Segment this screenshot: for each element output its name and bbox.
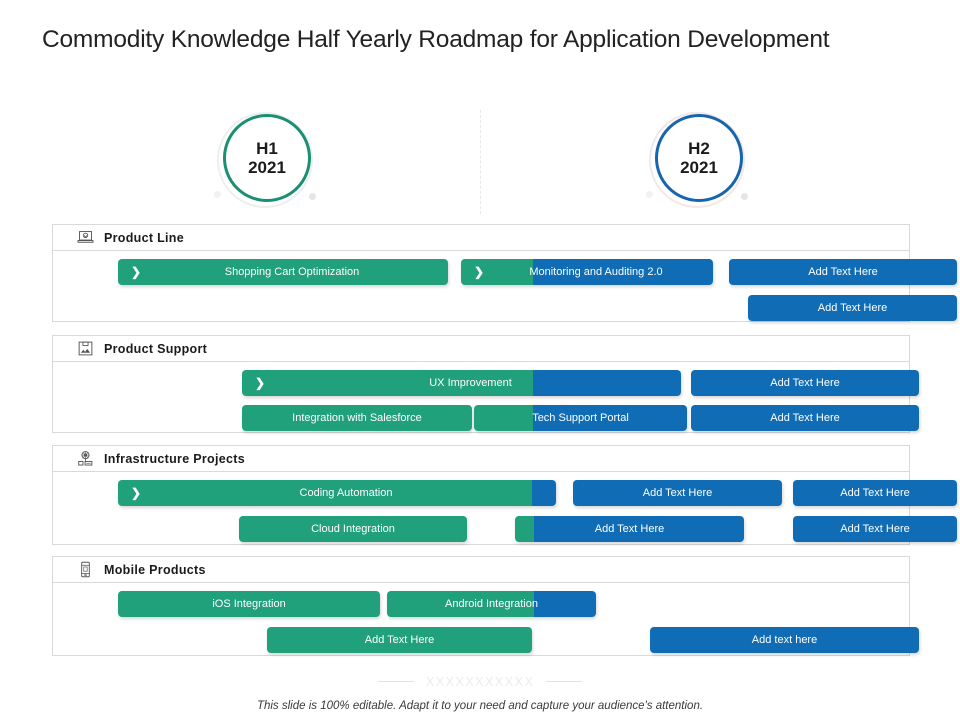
section-header: Product Support — [53, 336, 909, 362]
section-title: Infrastructure Projects — [104, 451, 245, 466]
rule-right — [546, 681, 583, 682]
timeline-bar[interactable]: Add Text Here — [515, 516, 744, 542]
period-year-h1: 2021 — [248, 158, 286, 177]
bar-segment-h2 — [532, 480, 556, 506]
page-title: Commodity Knowledge Half Yearly Roadmap … — [42, 26, 830, 53]
ring-outer-track-icon — [649, 112, 745, 208]
timeline-bar[interactable]: Add Text Here — [267, 627, 532, 653]
footer-decoration: XXXXXXXXXXX — [0, 674, 960, 689]
timeline-bar[interactable]: Add Text Here — [748, 295, 957, 321]
ring-dot-start-icon — [214, 191, 221, 198]
period-marker-h1: H1 2021 — [213, 108, 317, 212]
ring-dot-end-icon — [309, 193, 316, 200]
timeline-bar[interactable]: Integration with Salesforce — [242, 405, 472, 431]
timeline-bar[interactable]: ❯UX Improvement — [242, 370, 681, 396]
timeline-bar[interactable]: Add Text Here — [793, 516, 957, 542]
bar-segment-h2 — [650, 627, 919, 653]
ring-dot-end-icon — [741, 193, 748, 200]
bar-segment-h2 — [729, 259, 957, 285]
bar-segment-h2 — [534, 516, 744, 542]
laptop-icon — [77, 231, 94, 243]
period-marker-h2: H2 2021 — [645, 108, 749, 212]
section-header: Infrastructure Projects — [53, 446, 909, 472]
rule-left — [377, 681, 414, 682]
timeline-bar[interactable]: Cloud Integration — [239, 516, 467, 542]
section-title: Product Support — [104, 341, 208, 356]
timeline-bar[interactable]: Add text here — [650, 627, 919, 653]
section-infrastructure-projects: Infrastructure Projects ❯Coding Automati… — [52, 445, 957, 545]
chevron-right-icon: ❯ — [255, 376, 266, 390]
bar-segment-h2 — [533, 259, 713, 285]
period-half-h2: H2 — [688, 138, 710, 158]
bar-segment-h2 — [533, 405, 687, 431]
timeline-bar[interactable]: Add Text Here — [691, 370, 919, 396]
footer-mark-text: XXXXXXXXXXX — [425, 674, 535, 689]
bar-segment-h1 — [474, 405, 533, 431]
section-mobile-products: Mobile Products iOS Integration Android I… — [52, 556, 919, 656]
chevron-right-icon: ❯ — [131, 265, 142, 279]
timeline-bar[interactable]: Add Text Here — [691, 405, 919, 431]
bar-segment-h1 — [515, 516, 534, 542]
bar-segment-h1 — [239, 516, 467, 542]
period-label-h1: H1 2021 — [223, 114, 311, 202]
chevron-right-icon: ❯ — [474, 265, 485, 279]
smartphone-icon — [81, 561, 90, 578]
ring-dot-start-icon — [646, 191, 653, 198]
period-divider — [480, 110, 481, 214]
section-header: Product Line — [53, 225, 909, 251]
bar-segment-h2 — [793, 516, 957, 542]
chevron-right-icon: ❯ — [131, 486, 142, 500]
section-body: ❯Shopping Cart Optimization ❯Monitoring a… — [53, 251, 957, 321]
section-header: Mobile Products — [53, 557, 909, 583]
section-product-line: Product Line ❯Shopping Cart Optimization… — [52, 224, 957, 322]
bar-segment-h2 — [573, 480, 782, 506]
bar-segment-h2 — [534, 591, 596, 617]
period-label-h2: H2 2021 — [655, 114, 743, 202]
section-title: Product Line — [104, 230, 184, 245]
bar-segment-h2 — [748, 295, 957, 321]
ring-outer-track-icon — [217, 112, 313, 208]
bar-segment-h1 — [242, 405, 472, 431]
ring-progress-icon — [655, 114, 743, 202]
timeline-bar[interactable]: ❯Coding Automation — [118, 480, 556, 506]
period-half-h1: H1 — [256, 138, 278, 158]
period-year-h2: 2021 — [680, 158, 718, 177]
timeline-bar[interactable]: Add Text Here — [729, 259, 957, 285]
bar-segment-h1 — [242, 370, 533, 396]
bar-segment-h1 — [387, 591, 534, 617]
timeline-bar[interactable]: Add Text Here — [573, 480, 782, 506]
timeline-bar[interactable]: ❯Monitoring and Auditing 2.0 — [461, 259, 713, 285]
period-header-row: H1 2021 H2 2021 — [0, 108, 960, 212]
section-title: Mobile Products — [104, 562, 206, 577]
bar-segment-h2 — [533, 370, 681, 396]
timeline-bar[interactable]: Add Text Here — [793, 480, 957, 506]
bar-segment-h1 — [118, 259, 448, 285]
bar-segment-h1 — [118, 480, 532, 506]
footer-note: This slide is 100% editable. Adapt it to… — [256, 700, 704, 712]
package-icon — [78, 341, 93, 356]
bar-segment-h1 — [267, 627, 532, 653]
timeline-bar[interactable]: ❯Shopping Cart Optimization — [118, 259, 448, 285]
timeline-bar[interactable]: Android Integration — [387, 591, 596, 617]
bar-segment-h2 — [691, 370, 919, 396]
ring-progress-icon — [223, 114, 311, 202]
bar-segment-h2 — [691, 405, 919, 431]
bar-segment-h1 — [461, 259, 533, 285]
bar-segment-h1 — [118, 591, 380, 617]
server-gear-icon — [78, 451, 93, 466]
timeline-bar[interactable]: iOS Integration — [118, 591, 380, 617]
bar-segment-h2 — [793, 480, 957, 506]
timeline-bar[interactable]: Tech Support Portal — [474, 405, 687, 431]
